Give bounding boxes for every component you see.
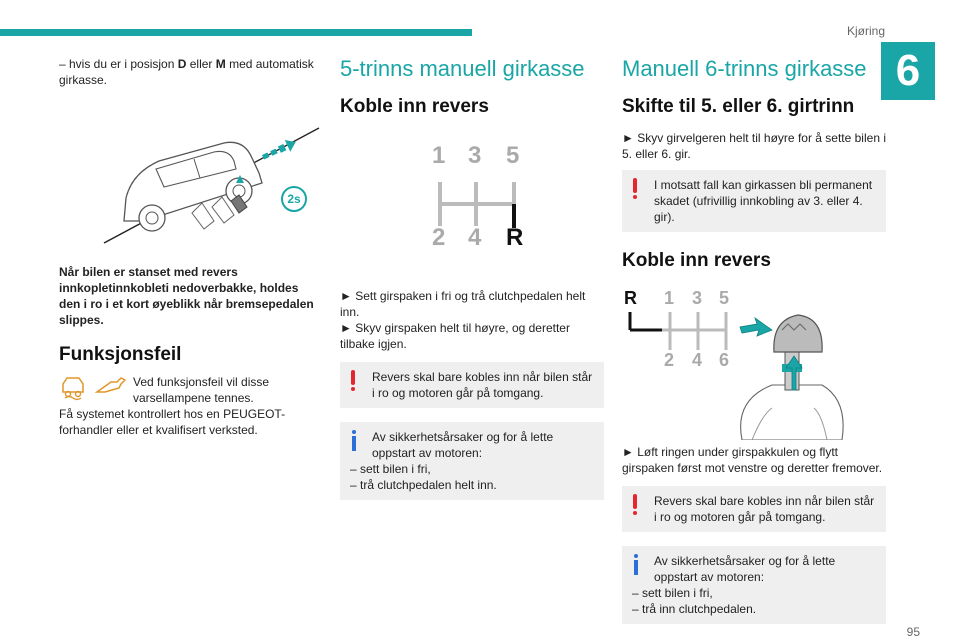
step-2: ► Skyv girspaken helt til høyre, og dere… bbox=[340, 321, 570, 351]
header-accent-bar bbox=[0, 29, 472, 36]
warning-box-reverse-6: Revers skal bare kobles inn når bilen st… bbox=[622, 486, 886, 532]
subtitle-reverse-6: Koble inn revers bbox=[622, 250, 771, 271]
fault-heading: Funksjonsfeil bbox=[59, 344, 182, 365]
fault-text-2: Få systemet kontrollert hos en PEUGEOT-f… bbox=[59, 407, 286, 437]
gear-1: 1 bbox=[432, 142, 446, 169]
info-lead: Av sikkerhetsårsaker og for å lette opps… bbox=[372, 430, 554, 460]
fault-block: Ved funksjonsfeil vil disse varsellampen… bbox=[59, 374, 322, 438]
gear-5: 5 bbox=[506, 142, 520, 169]
gear-diagram-5-speed: 1 3 5 2 4 R bbox=[432, 142, 532, 258]
gear-5-6: 5 bbox=[719, 288, 730, 308]
gear-1-6: 1 bbox=[664, 288, 675, 308]
hold-text: Når bilen er stanset med revers innkople… bbox=[59, 265, 314, 327]
gear-2: 2 bbox=[432, 224, 446, 251]
step-shift-5-6: ► Skyv girvelgeren helt til høyre for å … bbox=[622, 131, 886, 161]
info-item-6-2: – trå inn clutchpedalen. bbox=[632, 602, 757, 616]
header-title: Kjøring bbox=[846, 24, 885, 38]
gear-diagram-6-speed: R 1 3 5 2 4 6 bbox=[622, 288, 862, 440]
info-item-2: – trå clutchpedalen helt inn. bbox=[350, 478, 497, 492]
gear-r: R bbox=[506, 224, 524, 251]
column-3: Manuell 6-trinns girkasse Skifte til 5. … bbox=[622, 56, 886, 624]
car-on-slope-illustration bbox=[84, 103, 324, 248]
info-box-6: Av sikkerhetsårsaker og for å lette opps… bbox=[622, 546, 886, 624]
warning-text-gearbox: I motsatt fall kan girkassen bli permane… bbox=[654, 178, 873, 224]
timer-icon: 2s bbox=[281, 186, 307, 212]
subtitle-reverse: Koble inn revers bbox=[340, 96, 489, 117]
info-icon bbox=[352, 430, 358, 451]
warning-box-gearbox: I motsatt fall kan girkassen bli permane… bbox=[622, 170, 886, 232]
gear-2-6: 2 bbox=[664, 350, 675, 370]
warning-text-reverse-6: Revers skal bare kobles inn når bilen st… bbox=[654, 494, 875, 524]
info-box: Av sikkerhetsårsaker og for å lette opps… bbox=[340, 422, 604, 500]
subtitle-5th-6th-gear: Skifte til 5. eller 6. girtrinn bbox=[622, 96, 855, 117]
warning-text: Revers skal bare kobles inn når bilen st… bbox=[372, 370, 593, 400]
info-lead-6: Av sikkerhetsårsaker og for å lette opps… bbox=[654, 554, 836, 584]
fault-text-1: Ved funksjonsfeil vil disse varsellampen… bbox=[133, 375, 270, 405]
column-1: – hvis du er i posisjon D eller M med au… bbox=[59, 56, 322, 438]
gear-4: 4 bbox=[468, 224, 482, 251]
page-number: 95 bbox=[906, 625, 920, 639]
gear-3: 3 bbox=[468, 142, 482, 169]
chapter-badge: 6 bbox=[881, 42, 935, 100]
column-2: 5-trinns manuell girkasse Koble inn reve… bbox=[340, 56, 604, 500]
warning-icon bbox=[351, 370, 357, 392]
gear-r-6: R bbox=[624, 288, 637, 308]
gear-3-6: 3 bbox=[692, 288, 703, 308]
info-item-6-1: – sett bilen i fri, bbox=[632, 586, 713, 600]
gear-6-6: 6 bbox=[719, 350, 730, 370]
warning-box-reverse: Revers skal bare kobles inn når bilen st… bbox=[340, 362, 604, 408]
warning-lamp-icons bbox=[59, 376, 129, 402]
section-title-5-speed: 5-trinns manuell girkasse bbox=[340, 56, 585, 81]
warning-icon bbox=[633, 178, 639, 200]
step-lift-ring: ► Løft ringen under girspakkulen og flyt… bbox=[622, 445, 883, 475]
warning-icon bbox=[633, 494, 639, 516]
intro-text: – hvis du er i posisjon D eller M med au… bbox=[59, 57, 314, 87]
section-title-6-speed: Manuell 6-trinns girkasse bbox=[622, 56, 867, 81]
info-icon bbox=[634, 554, 640, 575]
info-item-1: – sett bilen i fri, bbox=[350, 462, 431, 476]
gear-4-6: 4 bbox=[692, 350, 703, 370]
step-1: ► Sett girspaken i fri og trå clutchpeda… bbox=[340, 289, 586, 319]
